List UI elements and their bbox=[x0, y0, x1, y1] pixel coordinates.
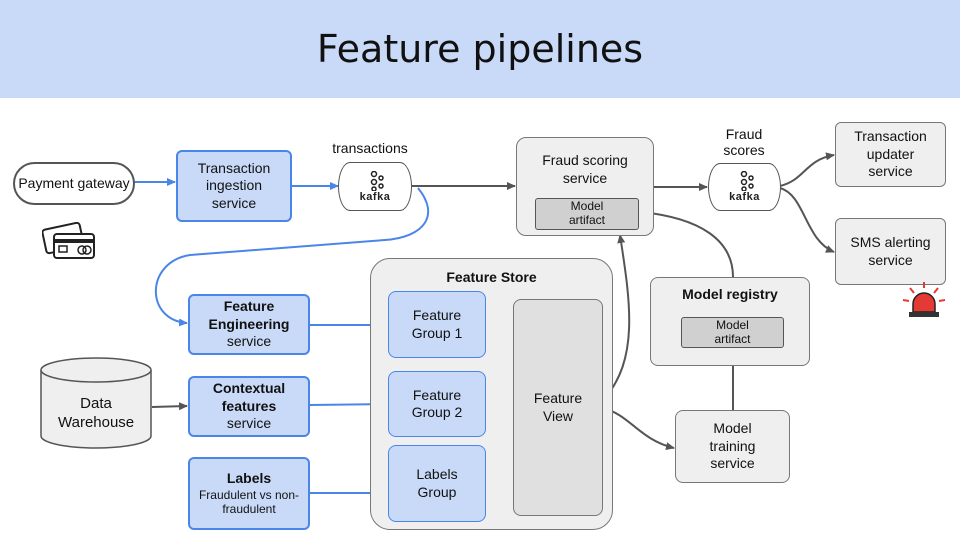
feature-engineering-node: Feature Engineering service bbox=[188, 294, 310, 355]
alarm-siren-icon bbox=[902, 282, 946, 317]
labels-group-node: Labels Group bbox=[388, 445, 486, 522]
title-bar: Feature pipelines bbox=[0, 0, 960, 98]
sms-alerting-node: SMS alerting service bbox=[835, 218, 946, 285]
payment-gateway-node: Payment gateway bbox=[13, 162, 135, 205]
transactions-kafka-node: kafka bbox=[338, 162, 412, 211]
registry-model-artifact: Model artifact bbox=[681, 317, 784, 348]
edge-kafka-to-updater bbox=[779, 152, 835, 187]
fraud-scores-topic-label: Fraud scores bbox=[723, 126, 765, 159]
credit-card-icon bbox=[42, 222, 95, 259]
model-registry-title: Model registry bbox=[682, 286, 778, 302]
feature-view-node: Feature View bbox=[513, 299, 603, 516]
transactions-topic-label: transactions bbox=[332, 140, 408, 156]
fraud-scores-kafka-node: kafka bbox=[708, 163, 781, 211]
page-title: Feature pipelines bbox=[316, 27, 644, 71]
model-training-node: Model training service bbox=[675, 410, 790, 483]
fraud-scoring-model-artifact: Model artifact bbox=[535, 198, 639, 230]
edge-kafka-to-sms bbox=[779, 187, 835, 253]
edge-view-to-fraud-scoring bbox=[602, 234, 631, 401]
edge-registry-to-fraud-scoring bbox=[640, 208, 734, 278]
edge-kafka-to-feature-engineering bbox=[154, 187, 429, 327]
labels-service-node: Labels Fraudulent vs non-fraudulent bbox=[188, 457, 310, 530]
feature-group-1-node: Feature Group 1 bbox=[388, 291, 486, 358]
edge-view-to-training bbox=[602, 407, 675, 451]
data-warehouse-node: Data Warehouse bbox=[40, 357, 152, 449]
kafka-logo-icon bbox=[740, 171, 754, 191]
feature-group-2-node: Feature Group 2 bbox=[388, 371, 486, 437]
transaction-updater-node: Transaction updater service bbox=[835, 122, 946, 187]
feature-store-title: Feature Store bbox=[446, 269, 537, 285]
kafka-logo-icon bbox=[370, 170, 384, 191]
transaction-ingestion-node: Transaction ingestion service bbox=[176, 150, 292, 222]
edge-warehouse-to-contextual bbox=[151, 402, 188, 411]
database-cylinder-icon bbox=[40, 357, 152, 449]
contextual-features-node: Contextual features service bbox=[188, 376, 310, 437]
